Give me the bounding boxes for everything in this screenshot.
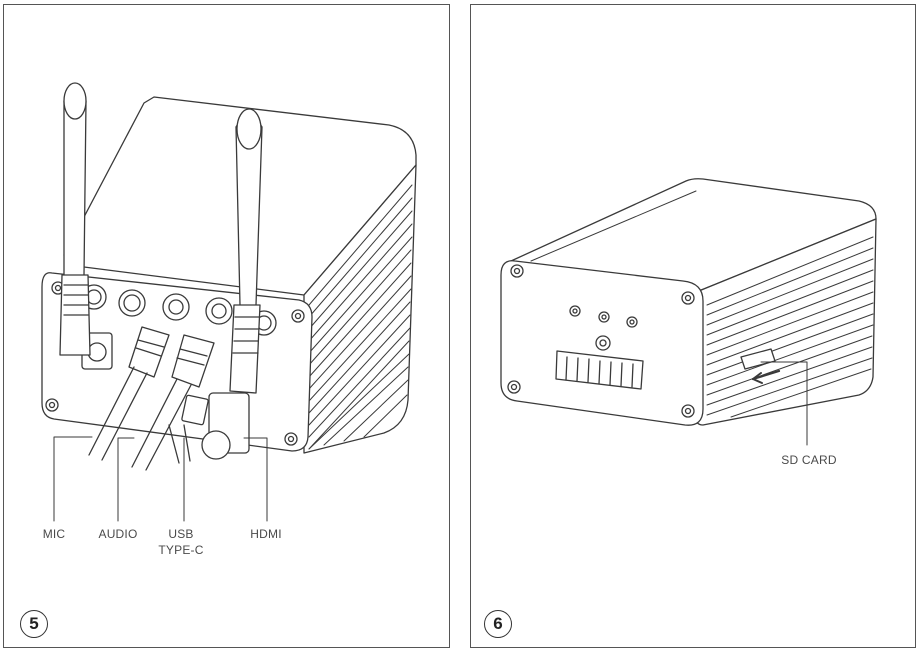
step-5-panel: MIC AUDIO USB TYPE-C HDMI 5 [3, 4, 450, 648]
usb-hdmi-plugs [168, 392, 250, 464]
mic-label: MIC [42, 527, 66, 541]
audio-plug-cables [88, 326, 215, 471]
usb-label-line2: TYPE-C [158, 543, 204, 557]
sd-card-label: SD CARD [781, 453, 837, 467]
sd-leader-line [760, 361, 808, 446]
usb-label: USB TYPE-C [154, 526, 208, 558]
terminal-block [555, 350, 644, 390]
usb-label-line1: USB [168, 527, 194, 541]
right-antenna [229, 108, 263, 394]
step-number-6: 6 [484, 610, 512, 638]
audio-label: AUDIO [98, 527, 138, 541]
device-ports-illustration [41, 82, 417, 522]
left-antenna [59, 82, 91, 356]
sd-slot [740, 348, 781, 384]
step-6-panel: SD CARD 6 [470, 4, 916, 648]
hdmi-label: HDMI [250, 527, 282, 541]
step-number-5: 5 [20, 610, 48, 638]
heatsink-fins [706, 236, 874, 418]
device-sd-slot-illustration [500, 178, 877, 446]
label-leaders [53, 436, 268, 522]
heatsink-fins [308, 184, 413, 450]
